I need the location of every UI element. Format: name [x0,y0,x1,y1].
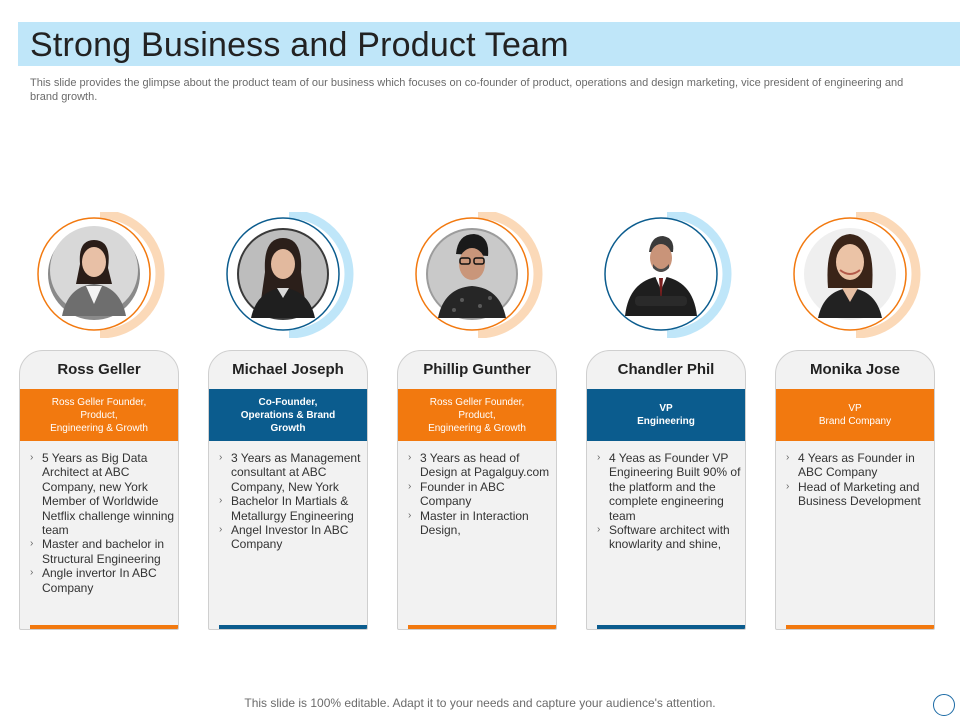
chevron-right-icon: › [786,452,790,463]
avatar-ring [226,212,354,338]
page-subtitle: This slide provides the glimpse about th… [30,77,904,103]
list-item: ›3 Years as Management consultant at ABC… [219,451,361,494]
member-name: Chandler Phil [617,361,715,378]
list-item: ›Bachelor In Martials & Metallurgy Engin… [219,494,354,523]
member-bullets: ›3 Years as Management consultant at ABC… [219,451,365,552]
member-role: Ross Geller Founder, Product, Engineerin… [20,389,178,441]
chevron-right-icon: › [408,452,412,463]
list-item: ›4 Years as Founder in ABC Company [786,451,915,480]
card-accent-line [597,625,745,629]
avatar-ring [37,212,165,338]
card-accent-line [219,625,367,629]
member-bullets: ›4 Years as Founder in ABC Company ›Head… [786,451,932,509]
avatar-ring [604,212,732,338]
member-name: Monika Jose [809,361,901,378]
member-name: Michael Joseph [232,361,344,378]
member-name: Ross Geller [57,361,141,378]
team-avatar-5 [784,212,924,338]
avatar-ring [793,212,921,338]
member-bullets: ›3 Years as head of Design at Pagalguy.c… [408,451,554,537]
chevron-right-icon: › [597,452,601,463]
member-role: Ross Geller Founder, Product, Engineerin… [398,389,556,441]
team-card-ross-geller: Ross Geller Ross Geller Founder, Product… [19,350,179,630]
chevron-right-icon: › [219,524,223,536]
footer-note: This slide is 100% editable. Adapt it to… [244,696,716,710]
member-name: Phillip Gunther [423,361,531,378]
list-item: ›Head of Marketing and Business Developm… [786,479,921,509]
team-card-monika-jose: Monika Jose VP Brand Company ›4 Years as… [775,350,935,630]
avatar-ring [415,212,543,338]
member-role: VP Brand Company [776,389,934,441]
card-accent-line [786,625,934,629]
chevron-right-icon: › [219,452,223,463]
chevron-right-icon: › [219,495,223,507]
member-role: Co-Founder, Operations & Brand Growth [209,389,367,441]
team-avatar-3 [406,212,546,338]
team-avatar-2 [217,212,357,338]
chevron-right-icon: › [408,480,412,492]
list-item: ›4 Yeas as Founder VP Engineering Built … [597,451,741,523]
list-item: ›Master and bachelor in Structural Engin… [30,537,165,566]
team-card-michael-joseph: Michael Joseph Co-Founder, Operations & … [208,350,368,630]
member-role: VP Engineering [587,389,745,441]
list-item: ›Software architect with knowlarity and … [597,523,730,552]
member-bullets: ›4 Yeas as Founder VP Engineering Built … [597,451,743,552]
page-title: Strong Business and Product Team [30,26,569,64]
team-avatar-4 [595,212,735,338]
list-item: ›Master in Interaction Design, [408,508,529,538]
list-item: › Angle invertor In ABC Company [30,566,157,595]
card-accent-line [408,625,556,629]
list-item: ›3 Years as head of Design at Pagalguy.c… [408,451,550,480]
list-item: ›Founder in ABC Company [408,479,505,509]
card-accent-line [30,625,178,629]
team-avatar-1 [28,212,168,338]
title-bar [18,22,960,66]
list-item: ›Angel Investor In ABC Company [219,523,349,552]
member-bullets: ›5 Years as Big Data Architect at ABC Co… [30,451,176,595]
team-card-phillip-gunther: Phillip Gunther Ross Geller Founder, Pro… [397,350,557,630]
team-card-chandler-phil: Chandler Phil VP Engineering ›4 Yeas as … [586,350,746,630]
chevron-right-icon: › [30,538,34,550]
chevron-right-icon: › [30,567,34,579]
circle-icon [933,694,955,716]
chevron-right-icon: › [597,524,601,536]
chevron-right-icon: › [786,480,790,492]
chevron-right-icon: › [408,509,412,521]
list-item: ›5 Years as Big Data Architect at ABC Co… [30,451,175,538]
chevron-right-icon: › [30,452,34,463]
